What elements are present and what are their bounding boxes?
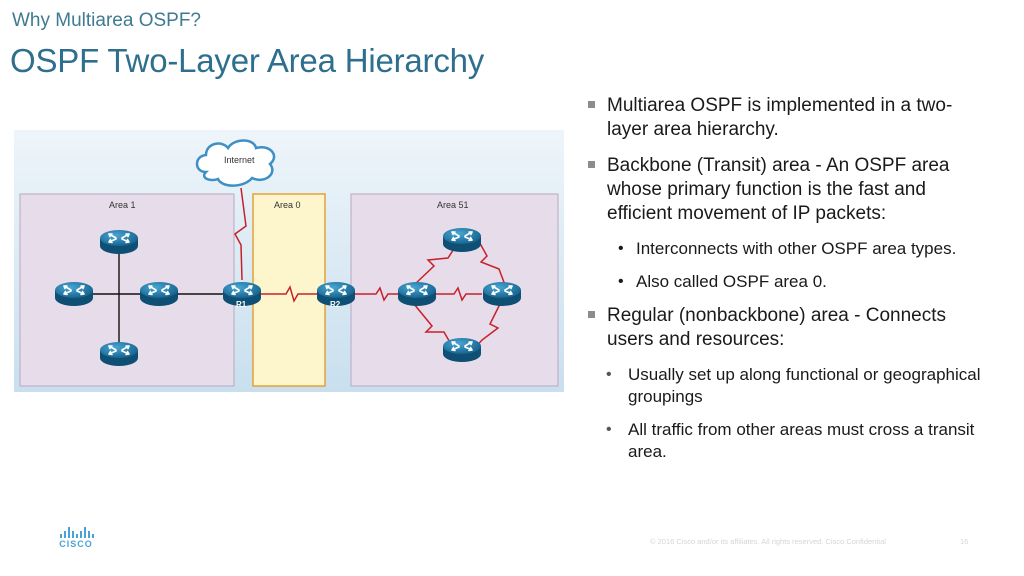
bullet-item: Regular (nonbackbone) area - Connects us…: [584, 304, 984, 352]
slide-supertitle: Why Multiarea OSPF?: [12, 10, 201, 31]
router-r1-label: R1: [236, 300, 247, 309]
area-0-label: Area 0: [274, 200, 301, 210]
router-icon: [99, 229, 139, 255]
router-icon: [442, 337, 482, 363]
router-icon: [397, 281, 437, 307]
area-1-label: Area 1: [109, 200, 136, 210]
cloud-icon: Internet: [195, 139, 276, 187]
footer-copyright: © 2016 Cisco and/or its affiliates. All …: [650, 537, 886, 546]
area-51-label: Area 51: [437, 200, 469, 210]
bullet-item: Backbone (Transit) area - An OSPF area w…: [584, 154, 984, 226]
router-icon: [482, 281, 522, 307]
cisco-logo-bars: [60, 527, 100, 538]
ospf-area-diagram: Area 1 Area 0 Area 51 Internet: [14, 130, 564, 392]
router-icon: [99, 341, 139, 367]
cisco-logo-icon: CISCO: [56, 527, 100, 551]
sub-bullet-item: Interconnects with other OSPF area types…: [584, 238, 984, 260]
router-r2-label: R2: [330, 300, 341, 309]
page-number: 16: [960, 537, 969, 546]
sub-bullet-item: Also called OSPF area 0.: [584, 271, 984, 293]
sub-bullet-item: All traffic from other areas must cross …: [584, 419, 984, 463]
bullet-item: Multiarea OSPF is implemented in a two-l…: [584, 94, 984, 142]
router-icon: [139, 281, 179, 307]
slide-title: OSPF Two-Layer Area Hierarchy: [10, 42, 485, 79]
router-icon: [54, 281, 94, 307]
router-icon: [442, 227, 482, 253]
bullet-list: Multiarea OSPF is implemented in a two-l…: [584, 94, 984, 474]
sub-bullet-item: Usually set up along functional or geogr…: [584, 364, 984, 408]
cisco-logo-text: CISCO: [59, 539, 93, 549]
cloud-label: Internet: [224, 155, 255, 165]
